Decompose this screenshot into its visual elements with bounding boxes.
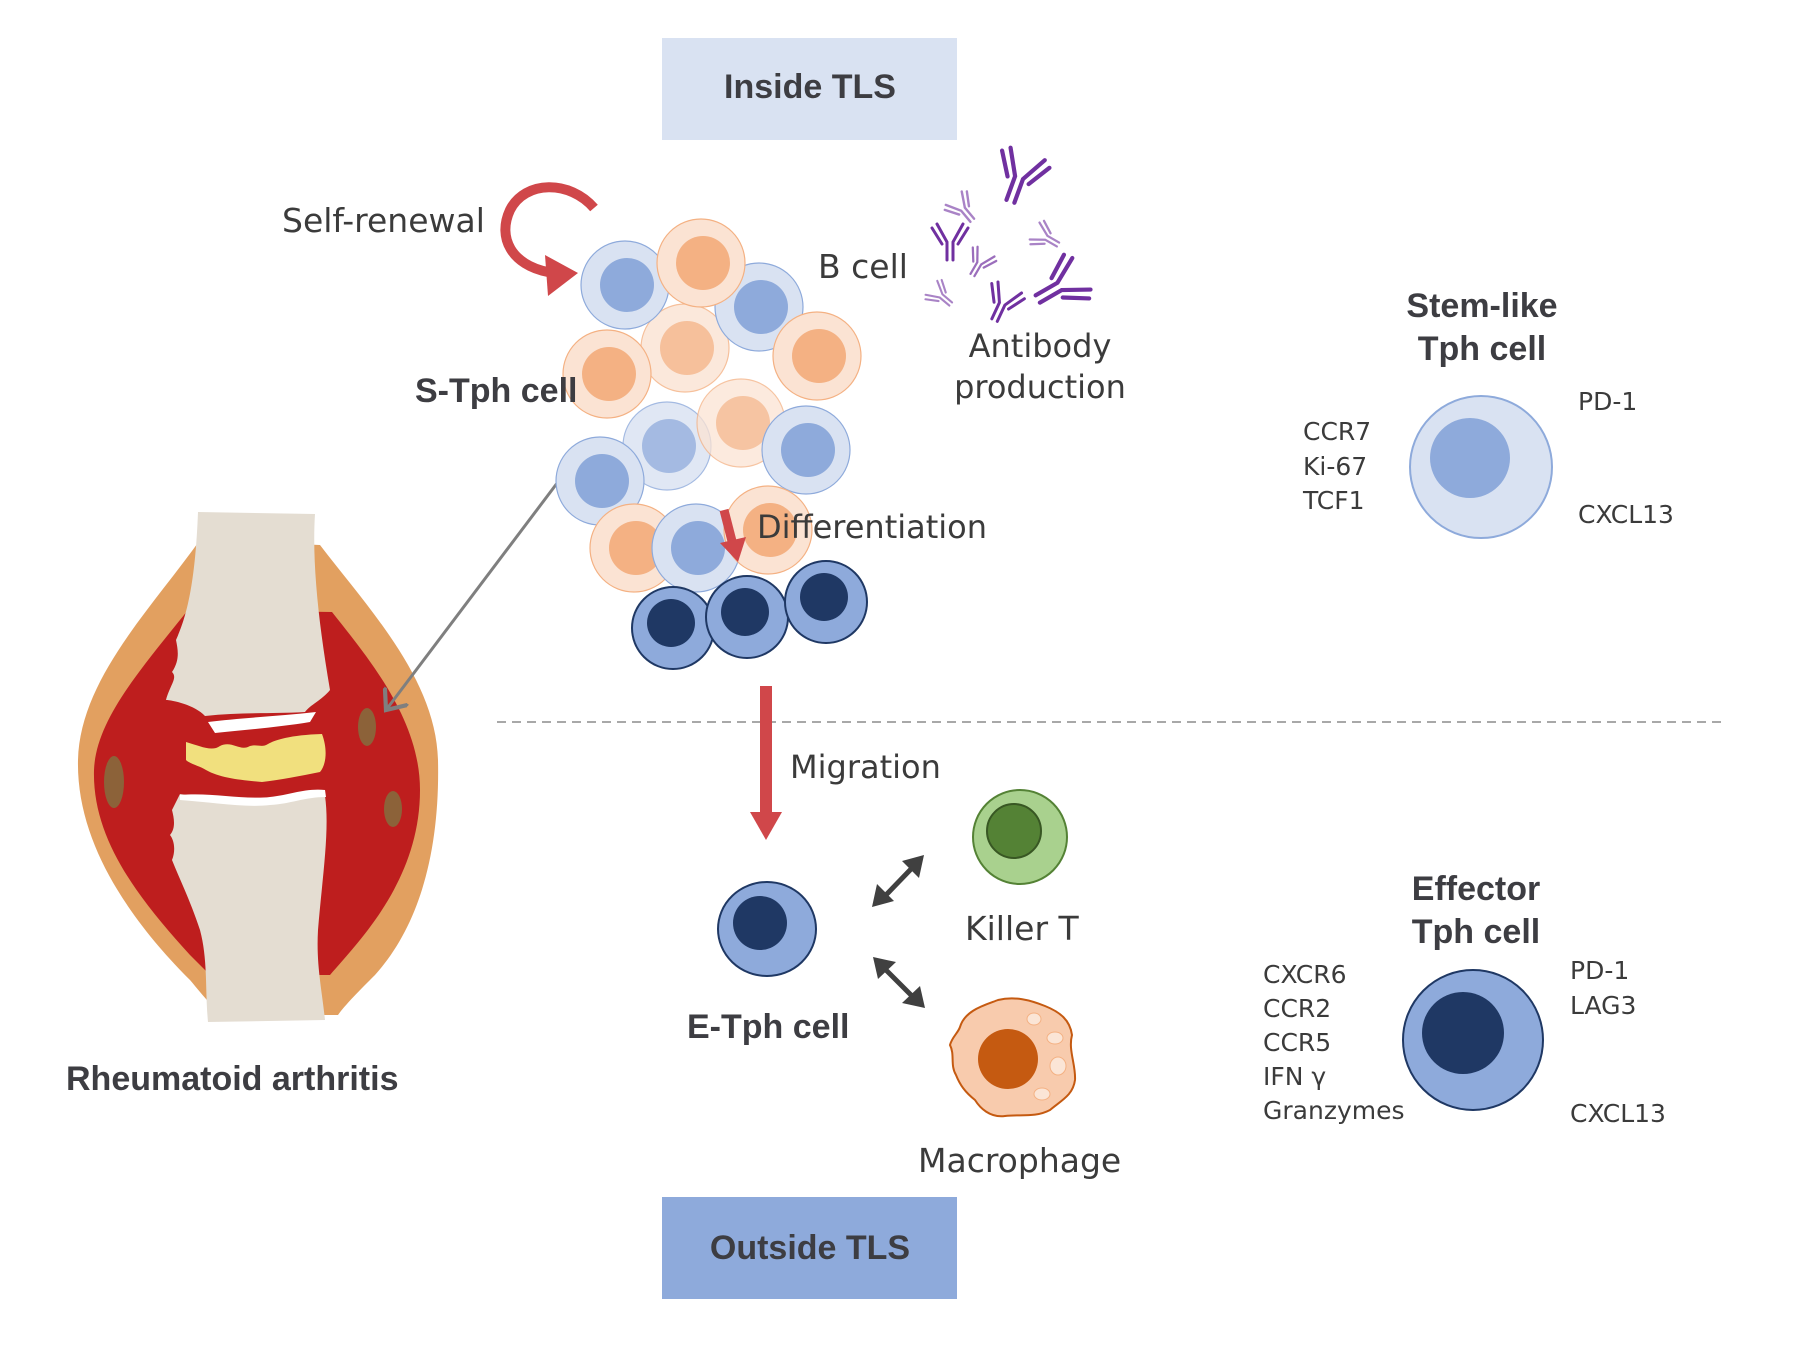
differentiation-arrow <box>719 508 746 562</box>
effector-title-line1: Effector <box>1412 870 1540 908</box>
effector-marker: CXCL13 <box>1570 1099 1666 1128</box>
stem-marker: PD-1 <box>1578 387 1637 416</box>
b-cell <box>723 485 813 575</box>
nodule <box>104 756 124 808</box>
stem-marker: TCF1 <box>1302 486 1365 515</box>
s-tph-cell <box>761 405 851 495</box>
upper-bone <box>166 512 330 716</box>
antibody-icon <box>943 190 976 223</box>
nodule <box>384 791 402 827</box>
s-tph-b-cell-cluster <box>555 218 862 593</box>
s-tph-label: S-Tph cell <box>415 372 577 410</box>
lower-bone <box>170 794 327 1022</box>
b-cell <box>589 503 679 593</box>
joint-gap-lower <box>180 789 326 806</box>
antibody-label-line1: Antibody <box>969 327 1112 365</box>
localization-arrow <box>386 469 569 710</box>
effector-marker: IFN γ <box>1263 1062 1326 1091</box>
effector-marker: CXCR6 <box>1263 960 1347 989</box>
e-tph-label: E-Tph cell <box>687 1008 849 1046</box>
inside-tls-label: Inside TLS <box>724 68 896 106</box>
interaction-arrow-macrophage <box>873 957 925 1008</box>
joint-illustration <box>77 512 439 1022</box>
b-cell-label: B cell <box>818 247 908 286</box>
b-cell <box>656 218 746 308</box>
antibody-icon <box>969 245 998 278</box>
differentiated-tph-cell <box>784 560 868 644</box>
stem-marker: CXCL13 <box>1578 500 1674 529</box>
differentiation-label: Differentiation <box>757 508 987 546</box>
effector-marker: Granzymes <box>1263 1096 1405 1125</box>
stem-like-panel: Stem-like Tph cell CCR7 Ki-67 TCF1 PD-1 … <box>1302 287 1674 539</box>
effector-nucleus <box>1422 992 1504 1074</box>
stem-like-title-line1: Stem-like <box>1406 287 1557 325</box>
outside-tls-box: Outside TLS <box>662 1197 957 1299</box>
differentiated-tph-cell <box>705 575 789 659</box>
effector-marker: CCR2 <box>1263 994 1331 1023</box>
killer-t-label: Killer T <box>965 909 1080 948</box>
antibody-icon <box>1033 252 1093 305</box>
killer-t-cell <box>972 789 1068 885</box>
b-cell <box>562 329 652 419</box>
antibody-icon <box>999 145 1052 205</box>
interaction-arrow-killer <box>872 855 924 907</box>
macrophage-label: Macrophage <box>918 1141 1121 1180</box>
macrophage-cell <box>948 997 1077 1118</box>
antibody-label-line2: production <box>954 368 1126 406</box>
s-tph-cell <box>555 436 645 526</box>
migration-arrow <box>750 686 782 840</box>
s-tph-cell <box>580 240 670 330</box>
nodule <box>358 708 376 746</box>
b-cell <box>772 311 862 401</box>
antibody-icon <box>1028 219 1061 248</box>
effector-marker: LAG3 <box>1570 991 1636 1020</box>
stem-like-title-line2: Tph cell <box>1418 330 1546 368</box>
stem-marker: CCR7 <box>1303 417 1371 446</box>
s-tph-cell <box>651 503 741 593</box>
effector-panel: Effector Tph cell CXCR6 CCR2 CCR5 IFN γ … <box>1263 870 1666 1128</box>
outside-tls-label: Outside TLS <box>710 1229 910 1267</box>
disease-label: Rheumatoid arthritis <box>66 1060 398 1098</box>
effector-marker: CCR5 <box>1263 1028 1331 1057</box>
differentiated-cells <box>631 560 868 670</box>
stem-marker: Ki-67 <box>1303 452 1367 481</box>
migration-label: Migration <box>790 748 941 786</box>
e-tph-cell <box>717 881 817 977</box>
antibody-icon <box>924 278 954 307</box>
inside-tls-box: Inside TLS <box>662 38 957 140</box>
self-renewal-label: Self-renewal <box>282 201 485 240</box>
differentiated-tph-cell <box>631 586 715 670</box>
self-renewal-arrow <box>500 182 598 296</box>
antibody-icon <box>930 222 970 262</box>
stem-like-nucleus <box>1430 418 1510 498</box>
antibody-icon <box>990 280 1026 323</box>
antibody-group <box>924 145 1093 323</box>
effector-marker: PD-1 <box>1570 956 1629 985</box>
joint-gap-upper <box>208 712 316 733</box>
effector-title-line2: Tph cell <box>1412 913 1540 951</box>
cartilage <box>186 734 326 782</box>
s-tph-cell <box>622 401 712 491</box>
